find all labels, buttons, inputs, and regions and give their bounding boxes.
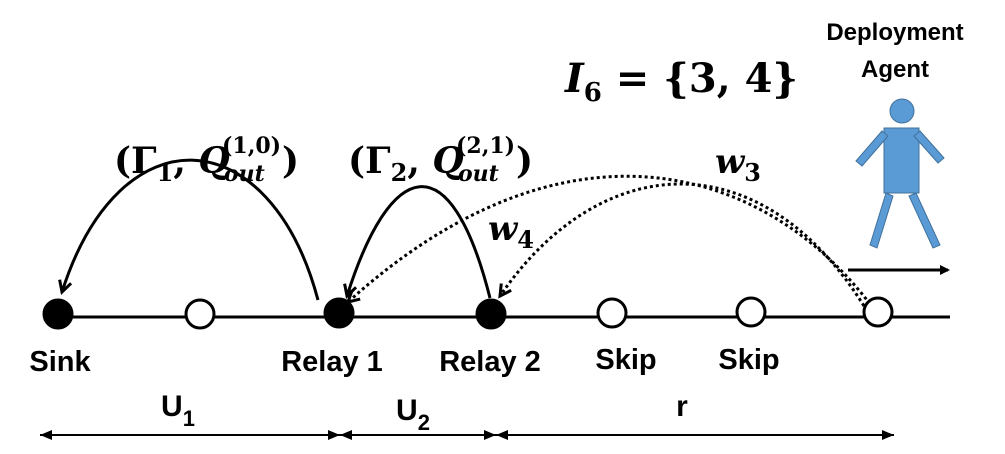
node-sink xyxy=(42,298,74,330)
arc1-q-sub: out xyxy=(224,161,265,187)
weight-w3: w3 xyxy=(715,142,761,187)
set-label: I6 = {3, 4} xyxy=(564,55,798,108)
arc2-q-sub: out xyxy=(458,161,499,187)
node-skip-2 xyxy=(735,296,767,328)
arc-w4 xyxy=(500,182,866,307)
node-relay2 xyxy=(475,298,507,330)
node-skip-1 xyxy=(596,297,628,329)
arc1-q-sup: (1,0) xyxy=(222,133,281,159)
arc1-close-paren: ) xyxy=(282,140,299,182)
arc-relay2-to-relay1 xyxy=(347,185,492,298)
arc2-label: (Γ2, Q xyxy=(348,140,464,187)
node-label-sink: Sink xyxy=(29,346,91,378)
node-relay1 xyxy=(323,297,355,329)
person-icon xyxy=(855,98,945,249)
span-label-u1: U1 xyxy=(161,390,195,431)
weight-w4: w4 xyxy=(488,209,534,254)
node-label-skip-2: Skip xyxy=(718,344,779,376)
arc-relay1-to-sink xyxy=(62,158,320,301)
node-label-relay2: Relay 2 xyxy=(439,346,541,378)
agent-label-line2: Agent xyxy=(861,56,929,83)
arc-w3 xyxy=(348,174,872,305)
span-label-r: r xyxy=(676,390,688,423)
arc1-label: (Γ1, Q xyxy=(114,140,230,187)
arc2-q-sup: (2,1) xyxy=(456,133,515,159)
node-empty xyxy=(184,298,216,330)
span-label-u2: U2 xyxy=(396,394,430,435)
node-agent-position xyxy=(862,296,894,328)
agent-label-line1: Deployment xyxy=(826,19,963,46)
arc2-close-paren: ) xyxy=(516,140,533,182)
node-label-relay1: Relay 1 xyxy=(281,346,383,378)
node-label-skip-1: Skip xyxy=(595,344,656,376)
